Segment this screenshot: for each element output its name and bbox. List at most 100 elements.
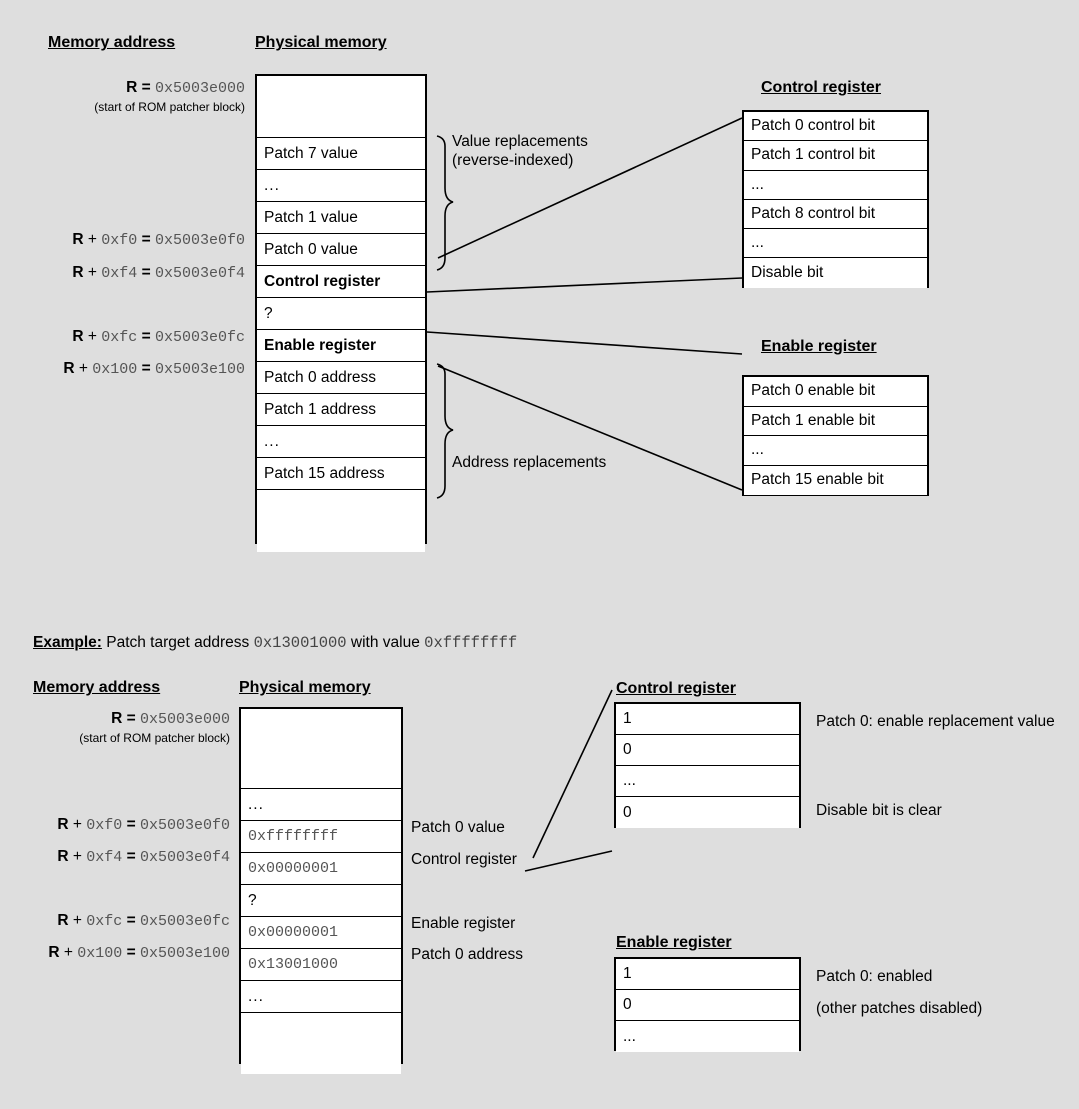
- example-address-label-fc-op: +: [72, 912, 82, 929]
- memory-row: [257, 490, 425, 552]
- example-address-label-100: R + 0x100 = 0x5003e100: [0, 945, 230, 961]
- memory-row-patch0-value: 0xffffffff: [241, 821, 401, 853]
- top-header-memory-address: Memory address: [48, 34, 176, 51]
- example-title-address: 0x13001000: [253, 634, 347, 652]
- memory-row: [241, 1013, 401, 1074]
- physical-memory-table-example: ... 0xffffffff 0x00000001 ? 0x00000001 0…: [239, 707, 403, 1074]
- address-label-base: R = 0x5003e000: [0, 80, 245, 96]
- example-address-label-100-op: +: [63, 944, 73, 961]
- enable-register-row: 1: [616, 959, 799, 990]
- example-address-label-100-offset: 0x100: [77, 945, 123, 962]
- example-address-label-f4-eq: =: [126, 848, 136, 865]
- example-address-label-f0-value: 0x5003e0f0: [139, 817, 230, 834]
- label-value-replacements-line1: Value replacements: [452, 133, 588, 150]
- address-label-100-eq: =: [141, 360, 151, 377]
- memory-row-control-register: Control register: [257, 266, 425, 298]
- address-label-fc: R + 0xfc = 0x5003e0fc: [0, 329, 245, 345]
- example-annotation-control-register: Control register: [411, 851, 517, 868]
- example-title-label: Example:: [33, 634, 102, 651]
- address-label-100-op: +: [78, 360, 88, 377]
- memory-row: Patch 1 value: [257, 202, 425, 234]
- example-title-value: 0xffffffff: [424, 634, 518, 652]
- example-address-label-base-note: (start of ROM patcher block): [79, 731, 230, 745]
- example-address-label-100-value: 0x5003e100: [139, 945, 230, 962]
- example-address-label-f0-offset: 0xf0: [86, 817, 123, 834]
- example-address-label-fc-offset: 0xfc: [86, 913, 123, 930]
- address-label-f0: R + 0xf0 = 0x5003e0f0: [0, 232, 245, 248]
- address-label-100-offset: 0x100: [92, 361, 138, 378]
- control-register-row: Patch 8 control bit: [744, 199, 927, 230]
- example-annotation-patch0-address: Patch 0 address: [411, 946, 524, 963]
- example-control-register-note-0: Patch 0: enable replacement value: [816, 713, 1055, 730]
- address-label-100-r: R: [63, 360, 75, 377]
- memory-row-enable-register-value: 0x00000001: [241, 917, 401, 949]
- example-address-label-f4-value: 0x5003e0f4: [139, 849, 230, 866]
- address-label-f0-value: 0x5003e0f0: [154, 232, 245, 249]
- example-address-label-f4-r: R: [57, 848, 69, 865]
- example-address-label-f4-op: +: [72, 848, 82, 865]
- memory-row: ?: [241, 885, 401, 917]
- top-header-physical-memory: Physical memory: [255, 34, 387, 51]
- example-address-label-base-eq: =: [126, 710, 136, 727]
- memory-row: ...: [241, 981, 401, 1013]
- example-enable-register-note-1: (other patches disabled): [816, 1000, 983, 1017]
- address-label-base-note: (start of ROM patcher block): [94, 100, 245, 114]
- memory-row: ...: [257, 426, 425, 458]
- label-address-replacements: Address replacements: [452, 454, 607, 471]
- top-header-enable-register: Enable register: [761, 338, 877, 355]
- example-header-physical-memory: Physical memory: [239, 679, 371, 696]
- memory-row: [257, 76, 425, 138]
- example-address-label-base-value: 0x5003e000: [139, 711, 230, 728]
- address-label-f4: R + 0xf4 = 0x5003e0f4: [0, 265, 245, 281]
- example-address-label-100-eq: =: [126, 944, 136, 961]
- memory-row: Patch 1 address: [257, 394, 425, 426]
- control-register-row: ...: [744, 229, 927, 259]
- control-register-row: ...: [744, 170, 927, 200]
- address-label-100: R + 0x100 = 0x5003e100: [0, 361, 245, 377]
- control-register-table-top: Patch 0 control bit Patch 1 control bit …: [742, 110, 929, 288]
- brace-value-replacements: [436, 135, 454, 271]
- example-address-label-fc-r: R: [57, 912, 69, 929]
- memory-row: Patch 7 value: [257, 138, 425, 170]
- address-label-f4-r: R: [72, 264, 84, 281]
- enable-register-row: Patch 1 enable bit: [744, 406, 927, 436]
- example-title: Example: Patch target address 0x13001000…: [33, 634, 517, 652]
- enable-register-table-top: Patch 0 enable bit Patch 1 enable bit ..…: [742, 375, 929, 496]
- memory-row: ...: [257, 170, 425, 202]
- example-control-register-note-1: Disable bit is clear: [816, 802, 942, 819]
- address-label-base-r: R: [126, 79, 138, 96]
- address-label-base-eq: =: [141, 79, 151, 96]
- address-label-100-value: 0x5003e100: [154, 361, 245, 378]
- label-value-replacements-line2: (reverse-indexed): [452, 152, 574, 170]
- address-label-fc-op: +: [87, 328, 97, 345]
- brace-address-replacements: [436, 363, 454, 499]
- example-address-label-f4-offset: 0xf4: [86, 849, 123, 866]
- label-value-replacements: Value replacements (reverse-indexed): [452, 132, 588, 171]
- example-header-control-register: Control register: [616, 680, 737, 697]
- example-address-label-f0-eq: =: [126, 816, 136, 833]
- example-address-label-fc-value: 0x5003e0fc: [139, 913, 230, 930]
- address-label-f4-value: 0x5003e0f4: [154, 265, 245, 282]
- memory-row-patch0-address: 0x13001000: [241, 949, 401, 981]
- memory-row-control-register-value: 0x00000001: [241, 853, 401, 885]
- example-address-label-f0-r: R: [57, 816, 69, 833]
- control-register-row: Patch 1 control bit: [744, 141, 927, 171]
- example-annotation-enable-register: Enable register: [411, 915, 516, 932]
- example-connector-control-register-row: [524, 850, 613, 872]
- address-label-fc-offset: 0xfc: [101, 329, 138, 346]
- top-header-control-register: Control register: [761, 79, 882, 96]
- enable-register-row: Patch 15 enable bit: [744, 465, 927, 495]
- example-address-label-f4: R + 0xf4 = 0x5003e0f4: [0, 849, 230, 865]
- example-annotation-patch0-value: Patch 0 value: [411, 819, 505, 836]
- control-register-row: 1: [616, 704, 799, 735]
- example-address-label-100-r: R: [48, 944, 60, 961]
- address-label-f4-eq: =: [141, 264, 151, 281]
- example-address-label-fc-eq: =: [126, 912, 136, 929]
- address-label-f4-op: +: [87, 264, 97, 281]
- address-label-base-value: 0x5003e000: [154, 80, 245, 97]
- memory-row: [241, 709, 401, 789]
- control-register-row: 0: [616, 797, 799, 828]
- enable-register-row: ...: [616, 1021, 799, 1052]
- example-title-text-1: Patch target address: [106, 634, 250, 651]
- memory-row: ...: [241, 789, 401, 821]
